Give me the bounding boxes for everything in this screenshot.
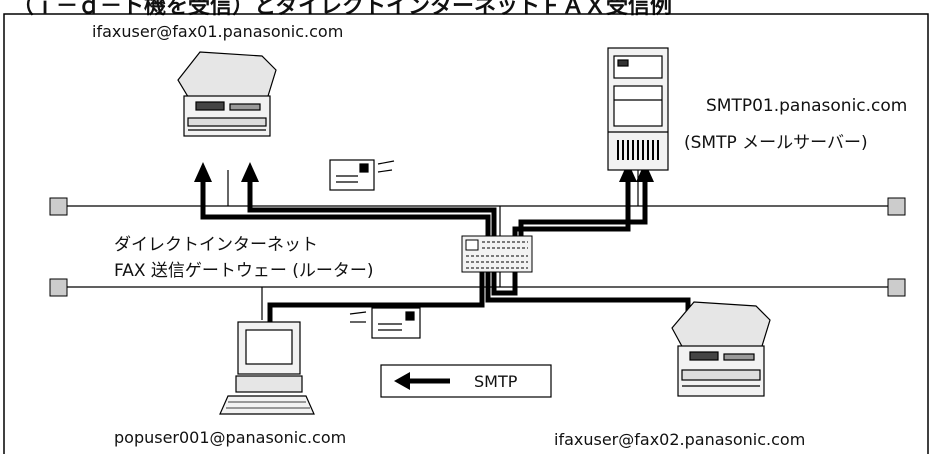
smtp-server-role-label: (SMTP メールサーバー)	[684, 128, 868, 153]
pc-address-label: popuser001@panasonic.com	[114, 428, 346, 447]
smtp-legend-label: SMTP	[474, 372, 517, 391]
network-end-node	[888, 279, 905, 296]
network-end-node	[50, 198, 67, 215]
smtp-server-name-label: SMTP01.panasonic.com	[706, 96, 907, 116]
fax01-address-label: ifaxuser@fax01.panasonic.com	[92, 22, 343, 41]
fax-machine-01-icon	[178, 52, 276, 136]
router-label-line1: ダイレクトインターネット	[114, 230, 318, 255]
pc-icon	[220, 322, 314, 414]
arrow-up-icon	[194, 162, 212, 182]
envelope-icon	[330, 160, 394, 190]
fax02-address-label: ifaxuser@fax02.panasonic.com	[554, 430, 805, 449]
router-label-line2: FAX 送信ゲートウェー (ルーター)	[114, 256, 374, 281]
network-end-node	[888, 198, 905, 215]
network-end-node	[50, 279, 67, 296]
envelope-icon	[350, 308, 420, 338]
smtp-legend-box	[381, 365, 551, 397]
smtp-server-icon	[608, 48, 668, 170]
network-line-lower	[50, 279, 905, 296]
fax-machine-02-icon	[672, 302, 770, 396]
arrow-up-icon	[241, 162, 259, 182]
router-icon	[462, 236, 532, 272]
